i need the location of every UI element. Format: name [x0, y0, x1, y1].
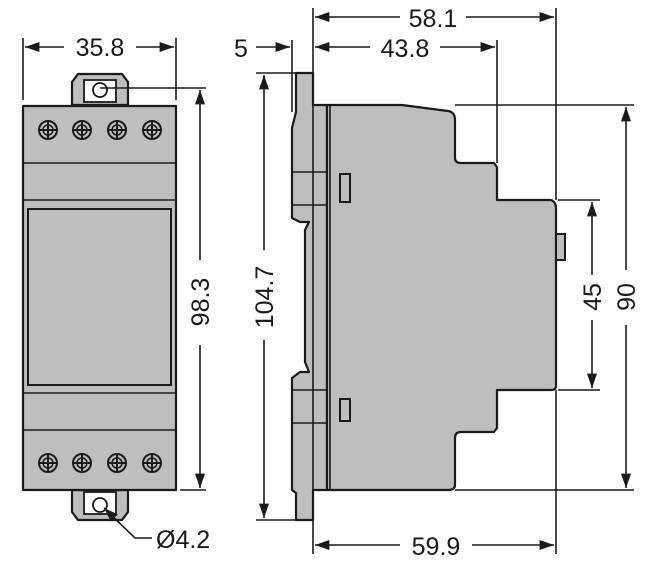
- display-window: [27, 208, 172, 386]
- side-view: 58.1 5 43.8 104.7 90 45 59.9: [234, 5, 641, 561]
- side-latch-top: [339, 173, 351, 203]
- din-rail-clip: [290, 71, 329, 522]
- bottom-depth-label: 59.9: [412, 533, 461, 561]
- side-housing: [325, 103, 558, 492]
- front-knob: [555, 233, 566, 261]
- side-latch-bottom: [339, 398, 351, 422]
- rail-offset-label: 5: [234, 35, 248, 63]
- body-height-label: 90: [613, 283, 641, 311]
- overall-depth-label: 58.1: [409, 5, 458, 33]
- front-depth-label: 43.8: [381, 35, 430, 63]
- front-view: 35.8 98.3 Ø4.2: [21, 34, 215, 554]
- front-height-45-label: 45: [579, 283, 607, 311]
- hole-diameter-label: Ø4.2: [156, 526, 210, 554]
- front-height-label: 98.3: [187, 278, 215, 327]
- front-width-label: 35.8: [76, 34, 125, 62]
- overall-height-label: 104.7: [251, 266, 279, 329]
